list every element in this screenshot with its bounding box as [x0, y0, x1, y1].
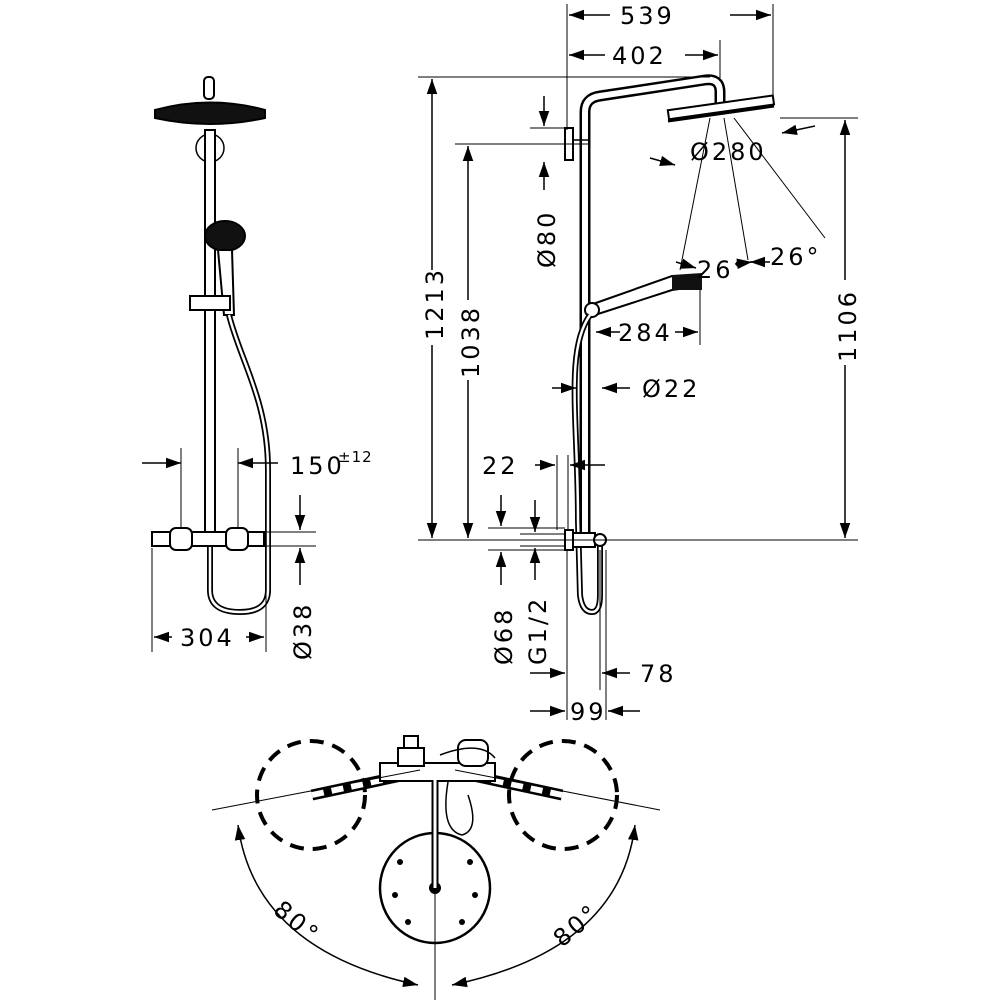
side-view: 539 402 Ø280 26° 26° 284 Ø22 1213: [418, 2, 862, 726]
dim-total-height: 1213: [421, 267, 449, 340]
dim-connection-height: 1038: [457, 305, 485, 378]
dim-overhead-diameter: Ø280: [690, 138, 767, 166]
dim-projection-78: 78: [640, 660, 677, 688]
dim-centres: 150: [290, 452, 345, 480]
dim-overhead-height: 1106: [834, 289, 862, 362]
riser-pipe-front: [204, 129, 216, 536]
hand-shower-front: [204, 220, 246, 252]
dim-mixer-width: 304: [180, 624, 235, 652]
dim-projection-99: 99: [570, 698, 607, 726]
swivel-left-circle: [255, 739, 367, 851]
dim-angle-left: 26°: [697, 256, 749, 284]
dim-swivel-left: 80°: [268, 895, 325, 950]
dim-hose-diameter: Ø22: [642, 375, 700, 403]
dim-centres-tolerance: ±12: [338, 448, 373, 466]
dim-mixer-height: Ø38: [289, 602, 317, 660]
dim-escutcheon: Ø68: [490, 607, 518, 665]
overhead-shower-front: [154, 101, 266, 125]
top-view: 80° 80°: [211, 735, 661, 1000]
dim-angle-right: 26°: [770, 243, 822, 271]
dim-thread: G1/2: [524, 596, 552, 665]
dim-swivel-right: 80°: [548, 898, 605, 953]
dim-wall-plate: Ø80: [533, 210, 561, 268]
front-view: 150 ±12 Ø38 304: [142, 76, 373, 660]
swivel-right-circle: [507, 739, 619, 851]
dim-arm-length: 402: [612, 42, 667, 70]
dim-spacing: 22: [482, 452, 519, 480]
dim-total-width: 539: [620, 2, 675, 30]
dim-handshower-length: 284: [618, 319, 673, 347]
